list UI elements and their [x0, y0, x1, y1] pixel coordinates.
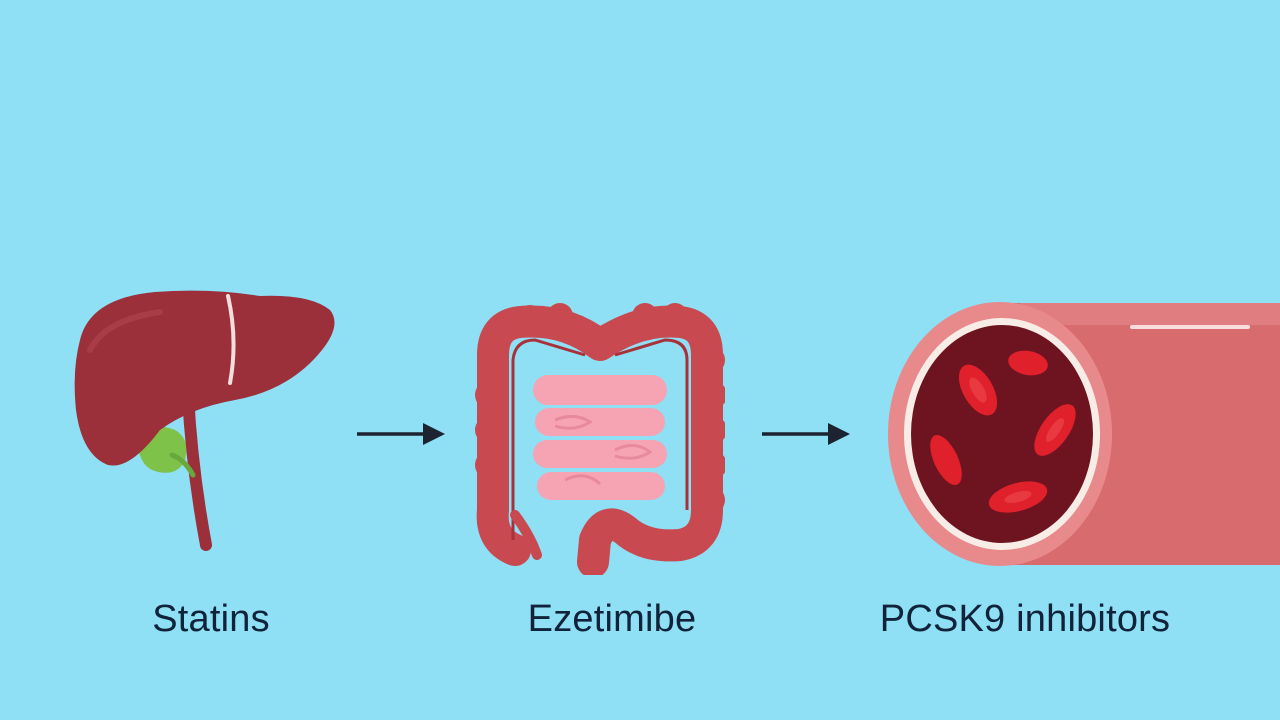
intestine-icon: [475, 300, 727, 578]
liver-icon: [60, 280, 350, 560]
pcsk9-inhibitors-label: PCSK9 inhibitors: [879, 598, 1171, 640]
statins-label: Statins: [152, 598, 270, 640]
arrow-right-icon: [760, 419, 852, 449]
arrow-right-icon: [355, 419, 447, 449]
blood-vessel-icon: [880, 295, 1280, 575]
ezetimibe-label: Ezetimibe: [527, 598, 697, 640]
